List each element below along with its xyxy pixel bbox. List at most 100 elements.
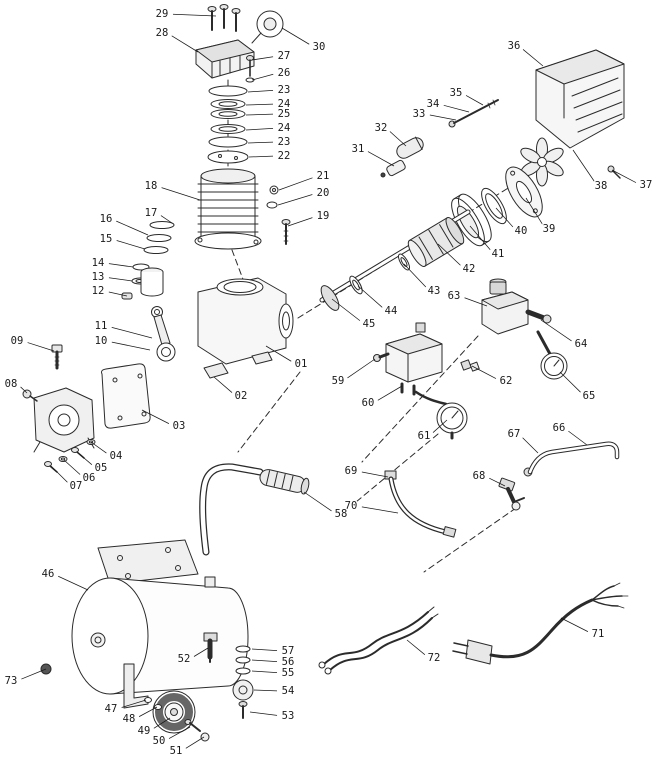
leader-line <box>185 736 205 749</box>
wheel-bracket <box>123 663 149 709</box>
leader-line <box>347 358 376 379</box>
part-number-23: 23 <box>278 84 291 96</box>
leader-line <box>331 298 361 321</box>
part-number-54: 54 <box>282 685 295 697</box>
leader-line <box>172 13 217 17</box>
part-number-25: 25 <box>278 108 291 120</box>
motor-ring <box>481 187 507 225</box>
part-callout-66: 66 <box>551 421 588 446</box>
part-number-59: 59 <box>332 375 345 387</box>
handle-tube <box>199 463 264 556</box>
part-callout-02: 02 <box>213 376 249 403</box>
capacitor <box>396 136 424 159</box>
part-callout-43: 43 <box>403 263 442 298</box>
power-cord <box>452 582 629 665</box>
part-number-61: 61 <box>418 430 431 442</box>
leader-line <box>251 670 278 674</box>
part-callout-29: 29 <box>154 7 217 21</box>
part-number-31: 31 <box>352 143 365 155</box>
part-callout-24: 24 <box>245 97 292 111</box>
part-callout-52: 52 <box>176 647 209 666</box>
part-number-34: 34 <box>427 98 440 110</box>
pressure-switch <box>373 322 443 396</box>
part-callout-08: 08 <box>3 377 28 394</box>
part-number-13: 13 <box>92 271 105 283</box>
mounting-plate <box>97 539 199 585</box>
leader-line <box>111 327 153 339</box>
wheel <box>152 690 196 734</box>
leader-line <box>249 711 278 716</box>
connecting-rod <box>151 306 176 362</box>
leader-line <box>247 89 274 93</box>
part-callout-14: 14 <box>90 256 134 270</box>
part-callout-09: 09 <box>9 334 55 352</box>
part-number-66: 66 <box>553 422 566 434</box>
part-number-15: 15 <box>100 233 113 245</box>
part-number-40: 40 <box>515 225 528 237</box>
part-number-03: 03 <box>173 420 186 432</box>
part-callout-15: 15 <box>98 232 146 250</box>
part-number-57: 57 <box>282 645 295 657</box>
part-number-68: 68 <box>473 470 486 482</box>
head-gasket-stack <box>207 85 249 164</box>
leader-line <box>522 437 539 454</box>
leader-line <box>111 341 151 351</box>
part-number-32: 32 <box>375 122 388 134</box>
part-callout-67: 67 <box>506 427 539 454</box>
handle-grip <box>259 469 310 495</box>
pipe-fitting <box>460 359 480 372</box>
part-number-19: 19 <box>317 210 330 222</box>
part-callout-56: 56 <box>251 655 296 669</box>
crankshaft-rotor-assembly <box>319 209 471 311</box>
part-number-24: 24 <box>278 98 291 110</box>
leader-line <box>160 215 173 224</box>
leader-line <box>27 342 55 352</box>
part-number-45: 45 <box>363 318 376 330</box>
part-number-53: 53 <box>282 710 295 722</box>
part-callout-58: 58 <box>303 491 349 521</box>
part-number-41: 41 <box>492 248 505 260</box>
part-callout-48: 48 <box>121 706 158 726</box>
part-callout-51: 51 <box>168 736 205 758</box>
crank-counterweight <box>320 285 340 311</box>
leader-line <box>245 127 274 131</box>
part-callout-01: 01 <box>265 345 309 371</box>
part-callout-26: 26 <box>251 66 292 81</box>
part-callout-38: 38 <box>572 149 609 193</box>
discharge-hose <box>384 470 457 538</box>
leader-line <box>471 365 497 379</box>
part-callout-50: 50 <box>151 726 191 748</box>
tank <box>71 576 249 695</box>
oil-plug <box>51 344 63 370</box>
housing-bolt <box>22 389 38 402</box>
leader-line <box>278 177 313 191</box>
leader-line <box>153 717 171 729</box>
leader-line <box>251 648 278 652</box>
part-callout-06: 06 <box>63 459 97 485</box>
part-callout-13: 13 <box>90 270 133 284</box>
part-callout-69: 69 <box>343 464 389 478</box>
part-callout-05: 05 <box>76 451 109 475</box>
part-callout-44: 44 <box>357 285 399 318</box>
wire-harness <box>318 606 439 675</box>
part-number-58: 58 <box>335 508 348 520</box>
part-number-01: 01 <box>295 358 308 370</box>
part-callout-36: 36 <box>506 39 544 67</box>
callout-labels-layer: 2928302726232425242322212019181716151413… <box>3 7 653 759</box>
part-number-17: 17 <box>145 207 158 219</box>
part-callout-20: 20 <box>277 186 331 206</box>
part-number-05: 05 <box>95 462 108 474</box>
part-number-08: 08 <box>5 378 18 390</box>
part-number-46: 46 <box>42 568 55 580</box>
leader-line <box>76 451 93 465</box>
part-callout-34: 34 <box>425 97 470 113</box>
part-callout-68: 68 <box>471 469 506 487</box>
outlet-pipe <box>523 441 620 477</box>
leader-line <box>572 149 595 182</box>
leader-line <box>568 430 588 446</box>
leader-line <box>50 465 68 483</box>
leader-line <box>525 197 543 225</box>
part-callout-22: 22 <box>248 149 292 163</box>
head-bolts <box>207 4 241 32</box>
